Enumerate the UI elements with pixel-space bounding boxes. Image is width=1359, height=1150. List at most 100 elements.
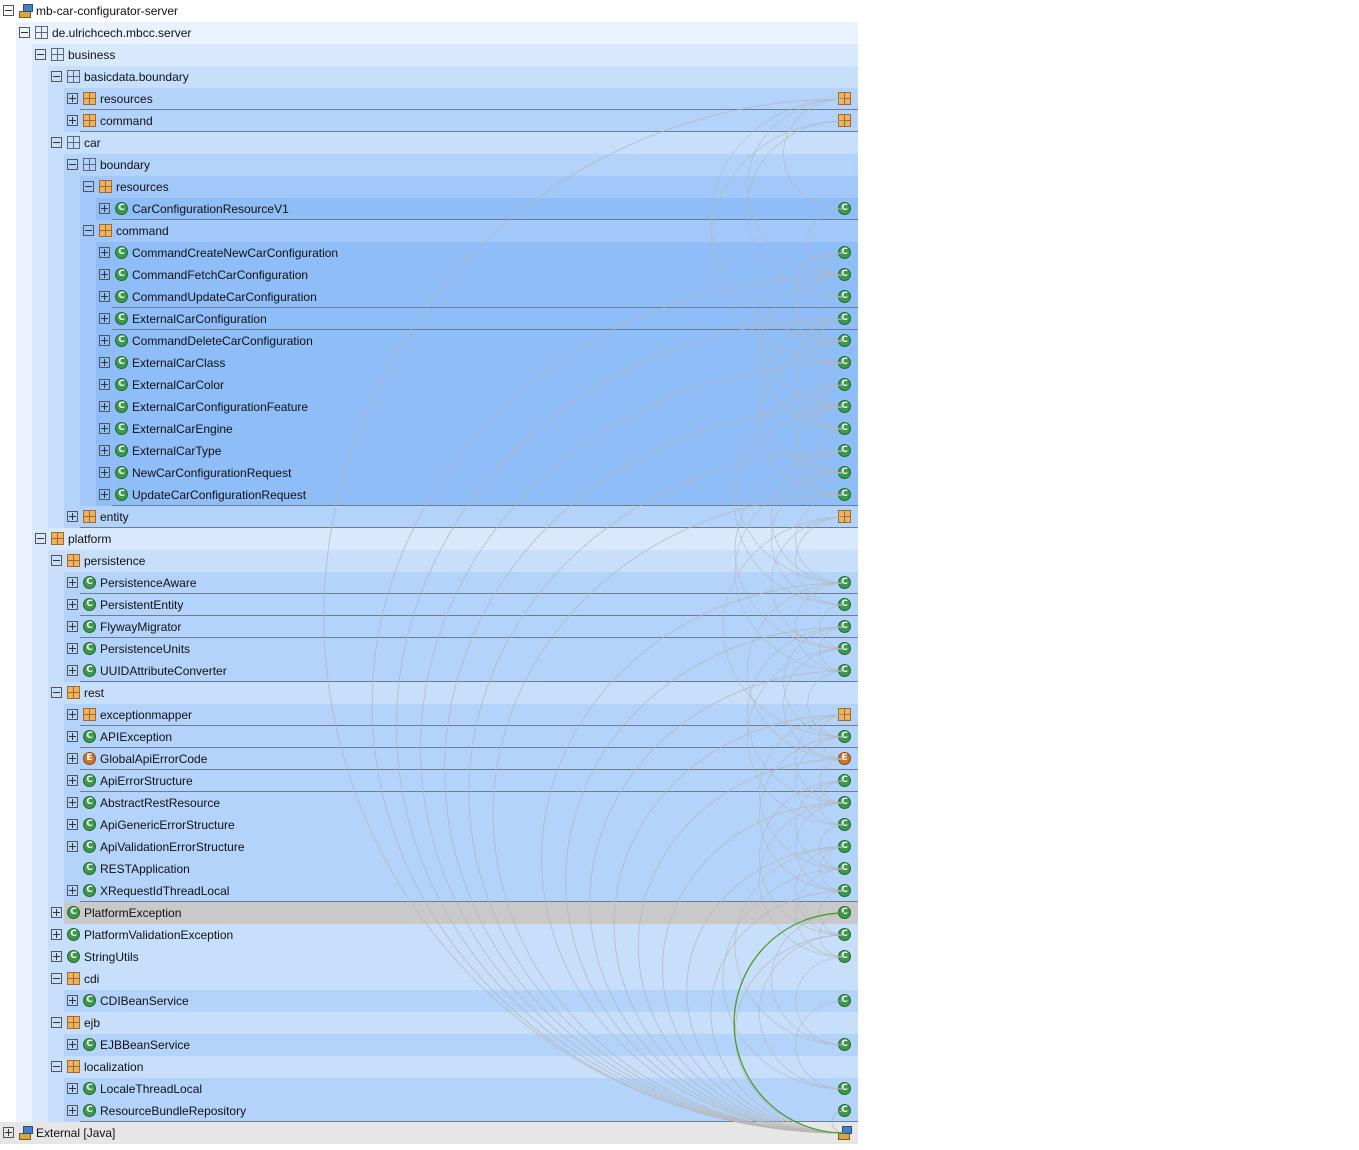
tree-row[interactable]: UUIDAttributeConverter: [67, 660, 858, 682]
tree-row[interactable]: command: [83, 220, 858, 242]
dependency-node-class-icon[interactable]: [838, 928, 851, 941]
expand-toggle-icon[interactable]: [67, 885, 78, 896]
tree-row[interactable]: platform: [35, 528, 858, 550]
collapse-toggle-icon[interactable]: [19, 27, 30, 38]
dependency-node-class-icon[interactable]: [838, 862, 851, 875]
collapse-toggle-icon[interactable]: [51, 1017, 62, 1028]
tree-row[interactable]: ExternalCarEngine: [99, 418, 858, 440]
expand-toggle-icon[interactable]: [99, 313, 110, 324]
dependency-node-class-icon[interactable]: [838, 884, 851, 897]
dependency-node-class-icon[interactable]: [838, 818, 851, 831]
dependency-node-class-icon[interactable]: [838, 246, 851, 259]
tree-row[interactable]: localization: [51, 1056, 858, 1078]
expand-toggle-icon[interactable]: [67, 93, 78, 104]
expand-toggle-icon[interactable]: [99, 401, 110, 412]
expand-toggle-icon[interactable]: [99, 335, 110, 346]
tree-row[interactable]: ExternalCarConfigurationFeature: [99, 396, 858, 418]
expand-toggle-icon[interactable]: [67, 665, 78, 676]
expand-toggle-icon[interactable]: [67, 775, 78, 786]
collapse-toggle-icon[interactable]: [51, 687, 62, 698]
expand-toggle-icon[interactable]: [99, 203, 110, 214]
tree-row[interactable]: de.ulrichcech.mbcc.server: [19, 22, 858, 44]
tree-row[interactable]: CommandDeleteCarConfiguration: [99, 330, 858, 352]
collapse-toggle-icon[interactable]: [35, 49, 46, 60]
tree-row[interactable]: External [Java]: [0, 1122, 858, 1144]
tree-row[interactable]: cdi: [51, 968, 858, 990]
tree-row[interactable]: ExternalCarType: [99, 440, 858, 462]
expand-toggle-icon[interactable]: [51, 929, 62, 940]
dependency-node-package-icon[interactable]: [838, 92, 851, 105]
dependency-node-class-icon[interactable]: [838, 642, 851, 655]
expand-toggle-icon[interactable]: [67, 709, 78, 720]
tree-row[interactable]: RESTApplication: [80, 858, 858, 880]
expand-toggle-icon[interactable]: [51, 907, 62, 918]
dependency-node-class-icon[interactable]: [838, 444, 851, 457]
tree-row[interactable]: ApiValidationErrorStructure: [67, 836, 858, 858]
tree-row[interactable]: ejb: [51, 1012, 858, 1034]
tree-row[interactable]: UpdateCarConfigurationRequest: [99, 484, 858, 506]
tree-row[interactable]: CDIBeanService: [67, 990, 858, 1012]
tree-row[interactable]: AbstractRestResource: [67, 792, 858, 814]
expand-toggle-icon[interactable]: [67, 621, 78, 632]
tree-row[interactable]: APIException: [67, 726, 858, 748]
dependency-node-class-icon[interactable]: [838, 378, 851, 391]
tree-row[interactable]: mb-car-configurator-server: [0, 0, 858, 22]
expand-toggle-icon[interactable]: [67, 1083, 78, 1094]
expand-toggle-icon[interactable]: [67, 511, 78, 522]
tree-row[interactable]: ApiErrorStructure: [67, 770, 858, 792]
dependency-node-class-icon[interactable]: [838, 290, 851, 303]
tree-row[interactable]: PersistentEntity: [67, 594, 858, 616]
expand-toggle-icon[interactable]: [67, 643, 78, 654]
dependency-node-enum-icon[interactable]: [838, 752, 851, 765]
dependency-node-class-icon[interactable]: [838, 1082, 851, 1095]
expand-toggle-icon[interactable]: [67, 819, 78, 830]
expand-toggle-icon[interactable]: [99, 379, 110, 390]
dependency-node-class-icon[interactable]: [838, 576, 851, 589]
tree-row[interactable]: EJBBeanService: [67, 1034, 858, 1056]
tree-row[interactable]: exceptionmapper: [67, 704, 858, 726]
tree-row[interactable]: ExternalCarClass: [99, 352, 858, 374]
expand-toggle-icon[interactable]: [67, 1039, 78, 1050]
expand-toggle-icon[interactable]: [67, 731, 78, 742]
dependency-node-class-icon[interactable]: [838, 268, 851, 281]
dependency-node-class-icon[interactable]: [838, 466, 851, 479]
expand-toggle-icon[interactable]: [67, 577, 78, 588]
tree-row[interactable]: CommandUpdateCarConfiguration: [99, 286, 858, 308]
expand-toggle-icon[interactable]: [3, 1127, 14, 1138]
collapse-toggle-icon[interactable]: [83, 225, 94, 236]
collapse-toggle-icon[interactable]: [35, 533, 46, 544]
dependency-node-class-icon[interactable]: [838, 994, 851, 1007]
dependency-node-class-icon[interactable]: [838, 334, 851, 347]
dependency-node-class-icon[interactable]: [838, 730, 851, 743]
dependency-node-class-icon[interactable]: [838, 664, 851, 677]
expand-toggle-icon[interactable]: [67, 115, 78, 126]
tree-row[interactable]: FlywayMigrator: [67, 616, 858, 638]
dependency-node-class-icon[interactable]: [838, 620, 851, 633]
tree-row[interactable]: entity: [67, 506, 858, 528]
tree-row[interactable]: NewCarConfigurationRequest: [99, 462, 858, 484]
tree-row[interactable]: StringUtils: [51, 946, 858, 968]
expand-toggle-icon[interactable]: [67, 995, 78, 1006]
dependency-node-package-icon[interactable]: [838, 114, 851, 127]
tree-row[interactable]: car: [51, 132, 858, 154]
tree-row[interactable]: PersistenceUnits: [67, 638, 858, 660]
expand-toggle-icon[interactable]: [99, 467, 110, 478]
tree-row[interactable]: rest: [51, 682, 858, 704]
tree-row[interactable]: resources: [83, 176, 858, 198]
dependency-node-class-icon[interactable]: [838, 796, 851, 809]
tree-row[interactable]: ExternalCarColor: [99, 374, 858, 396]
dependency-node-package-icon[interactable]: [838, 510, 851, 523]
expand-toggle-icon[interactable]: [51, 951, 62, 962]
collapse-toggle-icon[interactable]: [67, 159, 78, 170]
tree-row[interactable]: resources: [67, 88, 858, 110]
tree-row[interactable]: XRequestIdThreadLocal: [67, 880, 858, 902]
tree-row[interactable]: CarConfigurationResourceV1: [99, 198, 858, 220]
tree-row[interactable]: GlobalApiErrorCode: [67, 748, 858, 770]
expand-toggle-icon[interactable]: [99, 445, 110, 456]
collapse-toggle-icon[interactable]: [51, 555, 62, 566]
tree-row[interactable]: ResourceBundleRepository: [67, 1100, 858, 1122]
tree-row[interactable]: persistence: [51, 550, 858, 572]
dependency-node-class-icon[interactable]: [838, 312, 851, 325]
tree-row[interactable]: CommandFetchCarConfiguration: [99, 264, 858, 286]
expand-toggle-icon[interactable]: [67, 753, 78, 764]
